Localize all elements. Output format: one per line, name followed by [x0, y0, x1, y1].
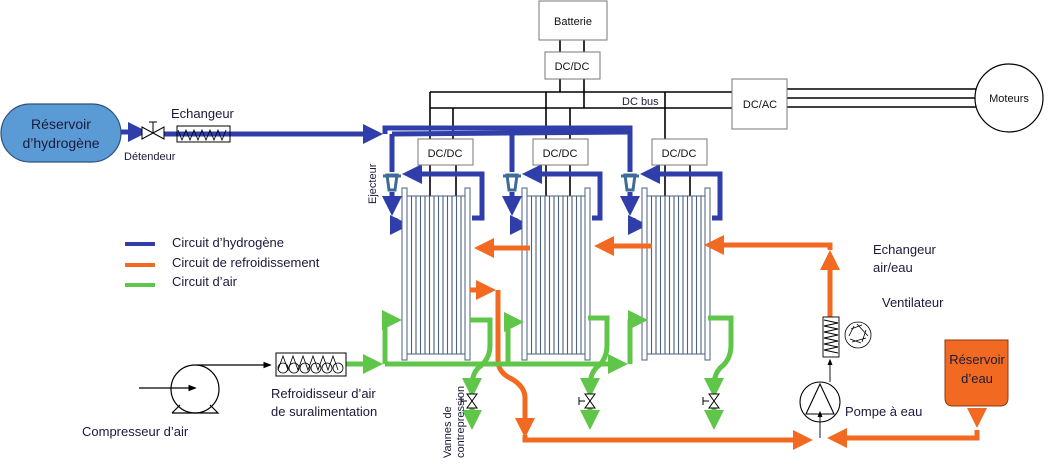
water-tank-label-1: Réservoir: [949, 352, 1005, 367]
hydrogen-tank: Réservoir d’hydrogène: [0, 103, 122, 163]
end-plate: [521, 187, 528, 361]
legend-item-air: Circuit d’air: [125, 274, 238, 289]
compressor-label: Compresseur d’air: [82, 424, 189, 439]
ejector-icon: [503, 173, 521, 192]
stack-converter-label: DC/DC: [428, 148, 463, 160]
fuel-cell-stack-3: [641, 187, 711, 361]
air-water-exchanger-label-2: air/eau: [873, 260, 913, 275]
air-water-exchanger-label-1: Echangeur: [873, 242, 937, 257]
end-plate: [704, 187, 711, 361]
detendeur-label: Détendeur: [124, 151, 176, 163]
fuel-cell-stacks: [401, 187, 711, 361]
hydrogen-heat-exchanger-icon: [176, 125, 231, 143]
water-pump-icon: [799, 358, 841, 438]
stack-converter-label: DC/DC: [662, 148, 697, 160]
cooling-circuit: [470, 235, 987, 450]
stack-converter-label: DC/DC: [543, 148, 578, 160]
backpressure-valves-label-2: contrepression: [455, 386, 467, 458]
intercooler-icon: [275, 352, 347, 377]
ejector-icon: [621, 173, 639, 192]
legend-label: Circuit de refroidissement: [172, 255, 320, 270]
stack-converter-3: DC/DC: [651, 138, 708, 166]
hydrogen-tank-label-2: d’hydrogène: [22, 135, 99, 151]
cell-block: [646, 195, 706, 355]
stack-converter-2: DC/DC: [532, 138, 589, 166]
legend: Circuit d’hydrogène Circuit de refroidis…: [125, 235, 320, 289]
legend-label: Circuit d’air: [172, 274, 238, 289]
dc-bus-label: DC bus: [622, 96, 659, 108]
fuel-cell-stack-1: [401, 187, 471, 361]
intercooler-label-2: de suralimentation: [271, 404, 377, 419]
hydrogen-circuit: [120, 122, 723, 235]
water-tank: Réservoir d’eau: [944, 339, 1009, 407]
air-compressor-icon: [139, 361, 272, 414]
ejector-label: Ejecteur: [367, 163, 379, 204]
backpressure-valves-label-1: Vannes de: [442, 406, 454, 458]
hydrogen-tank-label-1: Réservoir: [31, 116, 91, 132]
intercooler-label-1: Refroidisseur d’air: [271, 386, 376, 401]
end-plate: [401, 187, 408, 361]
legend-item-hydrogen: Circuit d’hydrogène: [125, 235, 284, 250]
pressure-regulator-valve-icon: [141, 121, 165, 140]
valve-icon: [460, 393, 478, 409]
electrical-network: [429, 40, 978, 196]
valve-icon: [578, 393, 596, 409]
inverter: DC/AC: [731, 78, 788, 130]
air-circuit: [345, 310, 734, 430]
stack-converter-1: DC/DC: [417, 138, 474, 166]
battery-dc-dc-converter: DC/DC: [544, 51, 601, 80]
valve-icon: [702, 393, 720, 409]
ejector-icons: [383, 173, 639, 192]
inverter-label: DC/AC: [743, 99, 777, 111]
battery-converter-label: DC/DC: [555, 61, 590, 73]
cell-block: [526, 195, 586, 355]
motors-label: Moteurs: [989, 93, 1029, 105]
fuel-cell-stack-2: [521, 187, 591, 361]
ejector-icon: [383, 173, 401, 192]
air-water-exchanger-icon: [822, 316, 840, 358]
legend-item-cooling: Circuit de refroidissement: [125, 255, 320, 270]
motors: Moteurs: [974, 63, 1044, 133]
fan-icon: [844, 321, 872, 349]
water-tank-label-2: d’eau: [961, 371, 993, 386]
battery: Batterie: [538, 0, 608, 41]
battery-label: Batterie: [554, 16, 592, 28]
legend-label: Circuit d’hydrogène: [172, 235, 284, 250]
end-plate: [584, 187, 591, 361]
backpressure-valve-icons: [460, 393, 720, 409]
water-pump-label: Pompe à eau: [845, 404, 922, 419]
end-plate: [641, 187, 648, 361]
cell-block: [406, 195, 466, 355]
h2-exchanger-label: Echangeur: [171, 106, 235, 121]
end-plate: [464, 187, 471, 361]
fan-label: Ventilateur: [882, 295, 944, 310]
